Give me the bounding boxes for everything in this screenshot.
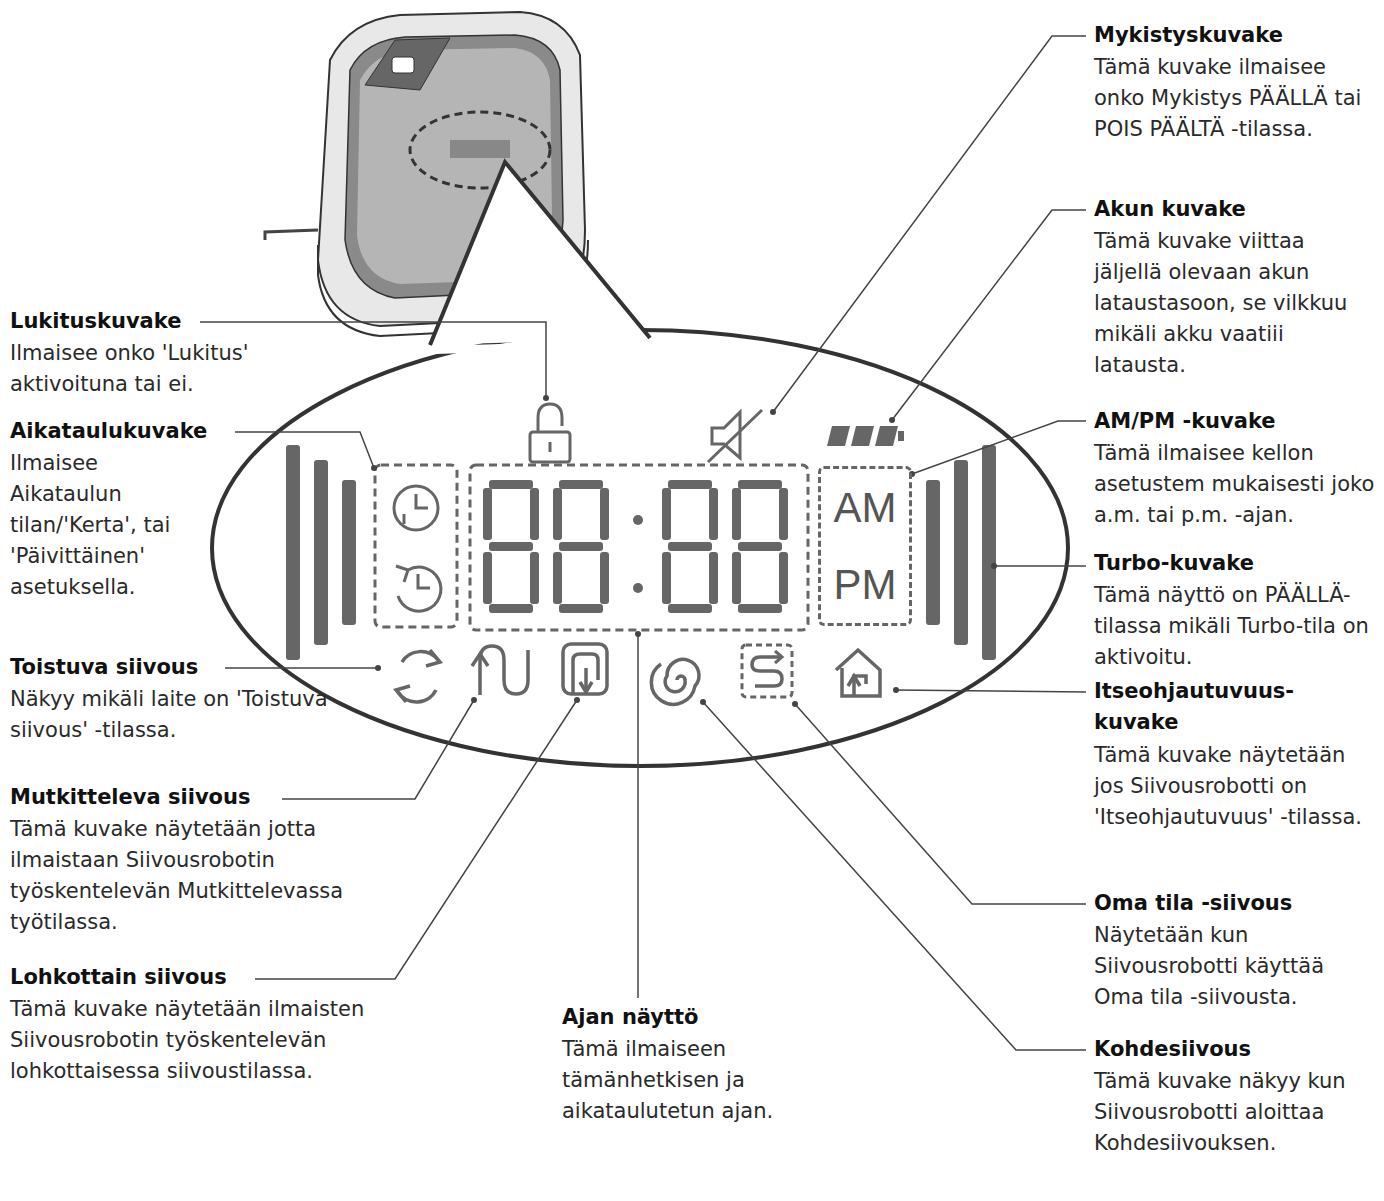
callout-text: Tämä ilmaisee kellon asetustem mukaisest… — [1094, 438, 1379, 531]
callout-heading: Mutkitteleva siivous — [10, 782, 290, 813]
callout-heading: Turbo-kuvake — [1094, 548, 1374, 579]
callout-heading: Kohdesiivous — [1094, 1034, 1374, 1065]
ampm-text: AM — [834, 484, 897, 532]
callout-text: Näytetään kun Siivousrobotti käyttää Oma… — [1094, 920, 1379, 1013]
callout-text: Tämä kuvake viittaa jäljellä olevaan aku… — [1094, 226, 1379, 381]
callout-text: Tämä kuvake näytetään ilmaisten Siivousr… — [10, 994, 460, 1087]
callout-heading: AM/PM -kuvake — [1094, 406, 1374, 437]
callout-text: Tämä kuvake näytetään jos Siivousrobotti… — [1094, 740, 1379, 833]
callout-text: Tämä kuvake näytetään jotta ilmaistaan S… — [10, 814, 430, 938]
callout-heading: Oma tila -siivous — [1094, 888, 1374, 919]
callout-text: Näkyy mikäli laite on 'Toistuva siivous'… — [10, 684, 350, 746]
callout-heading: Ajan näyttö — [562, 1002, 762, 1033]
callout-text: Tämä näyttö on PÄÄLLÄ-tilassa mikäli Tur… — [1094, 580, 1379, 673]
callout-heading: Lukituskuvake — [10, 306, 210, 337]
ampm-text: PM — [834, 561, 897, 609]
callout-text: Tämä kuvake näkyy kun Siivousrobotti alo… — [1094, 1066, 1379, 1159]
callout-heading: Akun kuvake — [1094, 194, 1374, 225]
ampm-box: AM PM — [818, 466, 912, 626]
callout-heading: Aikataulukuvake — [10, 416, 240, 447]
callout-text: Ilmaisee onko 'Lukitus' aktivoituna tai … — [10, 338, 310, 400]
callout-text: Tämä kuvake ilmaisee onko Mykistys PÄÄLL… — [1094, 52, 1379, 145]
callout-heading: Mykistyskuvake — [1094, 20, 1374, 51]
callout-heading: Toistuva siivous — [10, 652, 250, 683]
callout-heading: Itseohjautuvuus-kuvake — [1094, 676, 1294, 738]
callout-heading: Lohkottain siivous — [10, 962, 270, 993]
callout-text: Ilmaisee Aikataulun tilan/'Kerta', tai '… — [10, 448, 195, 603]
callout-text: Tämä ilmaiseen tämänhetkisen ja aikataul… — [562, 1034, 832, 1127]
